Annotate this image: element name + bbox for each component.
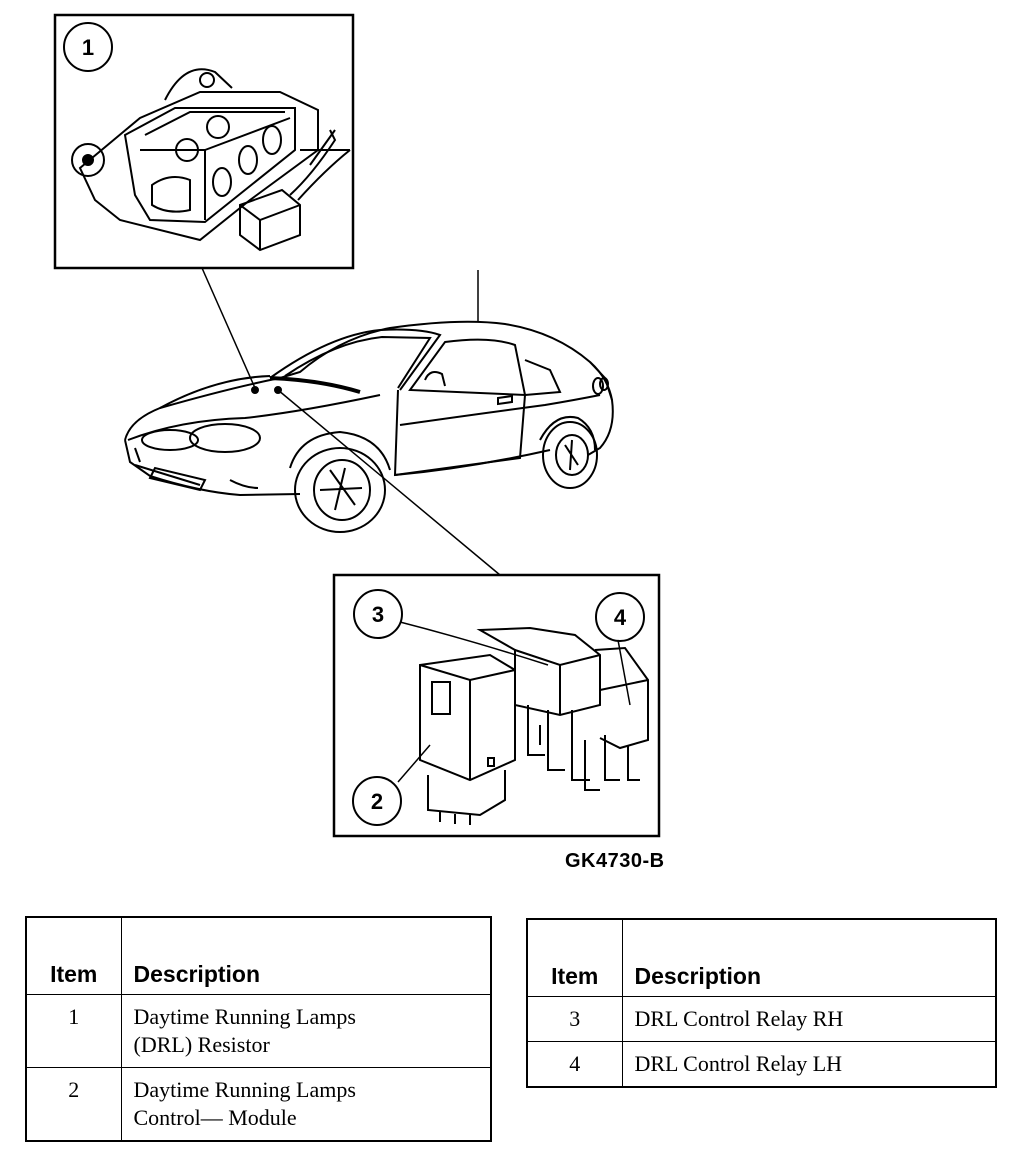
callout-2-circle: [352, 776, 402, 826]
header-item: Item: [25, 916, 122, 995]
table-row: 2 Daytime Running Lamps Control— Module: [25, 1067, 492, 1142]
callout-3-circle: [353, 589, 403, 639]
item-number: 1: [25, 994, 122, 1068]
callout-1-circle: [63, 22, 113, 72]
callout-4-circle: [595, 592, 645, 642]
item-description: Daytime Running Lamps Control— Module: [120, 1067, 492, 1142]
item-number: 4: [526, 1041, 623, 1088]
item-description: Daytime Running Lamps (DRL) Resistor: [120, 994, 492, 1068]
figure-id: GK4730-B: [565, 850, 665, 872]
description-line: Control— Module: [133, 1105, 297, 1130]
drl-resistor-drawing: [71, 68, 351, 252]
legend-header-row: Item Description: [526, 918, 997, 997]
description-line: Daytime Running Lamps: [133, 1004, 356, 1029]
inset-drl-resistor: [53, 13, 355, 270]
item-number: 2: [25, 1067, 122, 1142]
component-location-illustration: 1 3 4 2: [53, 13, 661, 838]
table-row: 4 DRL Control Relay LH: [526, 1041, 997, 1088]
header-item: Item: [526, 918, 623, 997]
callout-2-label: 2: [371, 789, 383, 814]
table-row: 3 DRL Control Relay RH: [526, 996, 997, 1042]
header-description: Description: [120, 916, 492, 995]
relays-module-drawing: [397, 621, 649, 825]
description-line: Daytime Running Lamps: [133, 1077, 356, 1102]
legend-table-right: Item Description 3 DRL Control Relay RH …: [526, 918, 997, 1088]
table-row: 1 Daytime Running Lamps (DRL) Resistor: [25, 994, 492, 1068]
callout-3-label: 3: [372, 602, 384, 627]
item-number: 3: [526, 996, 623, 1042]
item-description: DRL Control Relay RH: [621, 996, 997, 1042]
legend-table-left: Item Description 1 Daytime Running Lamps…: [25, 916, 492, 1142]
header-description: Description: [621, 918, 997, 997]
callout-1-label: 1: [82, 35, 94, 60]
callout-4-label: 4: [614, 605, 627, 630]
car-drawing: [124, 320, 614, 533]
description-line: (DRL) Resistor: [133, 1032, 270, 1057]
inset-relays-module: [332, 573, 661, 838]
item-description: DRL Control Relay LH: [621, 1041, 997, 1088]
legend-header-row: Item Description: [25, 916, 492, 995]
